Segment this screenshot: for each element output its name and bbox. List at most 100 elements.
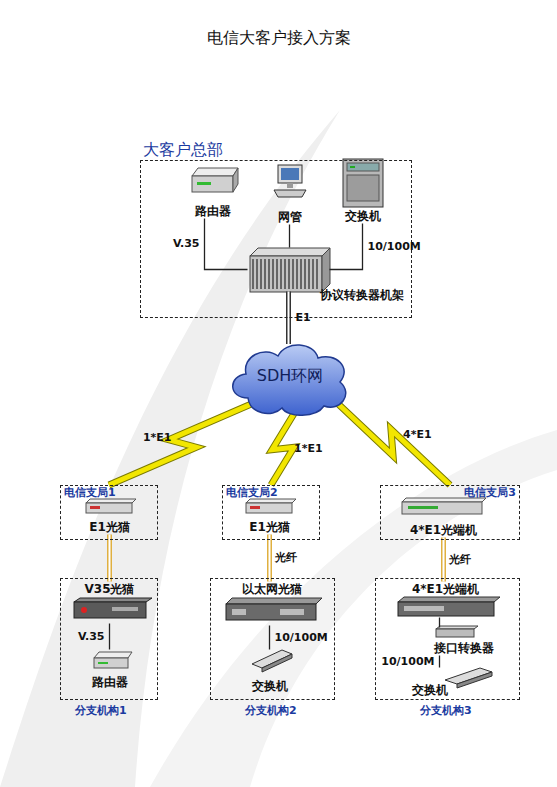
pc-screen bbox=[281, 168, 299, 180]
diagram-title: 电信大客户接入方案 bbox=[0, 28, 557, 49]
node-heading: 电信支局1 bbox=[64, 486, 116, 499]
fiber-link bbox=[107, 535, 112, 582]
connector-group bbox=[109, 402, 256, 485]
modem-light bbox=[90, 506, 100, 509]
modem-icon bbox=[226, 598, 322, 604]
link-label: 1*E1 bbox=[294, 442, 323, 455]
link-label: 10/100M bbox=[275, 631, 328, 644]
modem-icon bbox=[226, 604, 316, 620]
modem-icon bbox=[246, 499, 296, 503]
modem-icon bbox=[86, 503, 132, 513]
router-light bbox=[98, 662, 108, 664]
cable-link bbox=[109, 624, 110, 650]
group-box: 分支机构34*E1光端机接口转换器交换机 bbox=[375, 578, 520, 700]
terminal-ports bbox=[404, 606, 444, 611]
device-node: 路由器 bbox=[85, 650, 135, 690]
router-icon bbox=[94, 658, 128, 668]
connector-group bbox=[334, 400, 450, 485]
device-label: 交换机 bbox=[245, 679, 295, 693]
network-cloud: SDH环网 bbox=[228, 338, 352, 416]
switch-icon bbox=[262, 654, 292, 672]
device-label: 4*E1光端机 bbox=[390, 582, 502, 596]
fiber-link bbox=[267, 535, 272, 582]
node-heading: 分支机构1 bbox=[75, 704, 127, 717]
device-node: 网管 bbox=[270, 163, 310, 225]
link-label: 光纤 bbox=[449, 553, 471, 566]
rack-icon bbox=[250, 256, 322, 292]
group-box: 电信支局1E1光猫 bbox=[60, 485, 158, 540]
node-heading: 电信支局2 bbox=[226, 486, 278, 499]
terminal-icon bbox=[398, 602, 494, 616]
pc-monitor bbox=[278, 165, 302, 183]
device-node: 交换机 bbox=[245, 650, 295, 694]
connector-group bbox=[271, 412, 295, 485]
device-node: 路由器 bbox=[185, 163, 241, 219]
router-icon bbox=[192, 168, 238, 176]
device-label: 协议转换器机架 bbox=[320, 288, 404, 302]
pc-stand bbox=[287, 183, 293, 188]
wireless-link bbox=[334, 400, 450, 485]
router-light bbox=[197, 182, 211, 185]
device-label: E1光猫 bbox=[80, 520, 140, 534]
modem-ports bbox=[280, 609, 304, 615]
connector-group bbox=[439, 656, 440, 668]
device-node: 以太网光猫 bbox=[220, 582, 324, 626]
modem-icon bbox=[74, 598, 152, 602]
link-label: 4*E1 bbox=[403, 428, 432, 441]
device-label: V35光猫 bbox=[68, 582, 152, 596]
double-line-gap bbox=[443, 538, 445, 582]
modem-icon bbox=[74, 602, 146, 618]
link-label: 光纤 bbox=[275, 551, 297, 564]
device-label: 交换机 bbox=[412, 683, 448, 697]
device-label: 路由器 bbox=[185, 204, 241, 218]
connector-group bbox=[289, 225, 290, 248]
device-node: 4*E1光端机 bbox=[390, 582, 502, 618]
converter-icon bbox=[436, 629, 474, 637]
device-label: 网管 bbox=[270, 210, 310, 224]
switch-cabinet bbox=[343, 159, 383, 207]
device-node: 协议转换器机架 bbox=[248, 248, 330, 292]
router-icon bbox=[192, 176, 233, 192]
device-label: 4*E1光端机 bbox=[396, 523, 492, 537]
double-line-gap bbox=[109, 535, 111, 582]
terminal-icon bbox=[398, 597, 500, 602]
device-label: E1光猫 bbox=[240, 520, 300, 534]
device-node: V35光猫 bbox=[68, 582, 152, 624]
node-heading: SDH环网 bbox=[228, 366, 352, 385]
lightning-outline bbox=[334, 400, 450, 485]
cable-link bbox=[205, 219, 248, 270]
connector-group bbox=[330, 224, 363, 270]
switch-panel bbox=[347, 163, 379, 171]
rack-slots bbox=[252, 259, 320, 289]
connector-group bbox=[443, 538, 444, 582]
router-icon bbox=[94, 652, 132, 658]
cable-link bbox=[269, 626, 270, 650]
modem-light bbox=[250, 506, 260, 509]
fiber-link bbox=[441, 538, 446, 582]
router-icon bbox=[233, 168, 238, 192]
node-heading: 分支机构2 bbox=[245, 704, 297, 717]
connector-group bbox=[109, 535, 110, 582]
background-swoosh bbox=[150, 430, 557, 787]
connector-group bbox=[269, 535, 270, 582]
connector-group bbox=[439, 618, 440, 628]
device-label: 接口转换器 bbox=[428, 641, 500, 655]
connector-group bbox=[269, 626, 270, 650]
cable-link bbox=[439, 656, 440, 668]
switch-light bbox=[350, 166, 355, 168]
group-box: 电信支局3 4*E1光端机 bbox=[380, 485, 520, 540]
device-node: 4*E1光端机 bbox=[396, 497, 492, 538]
modem-icon bbox=[86, 499, 136, 503]
node-heading: 电信支局3 bbox=[464, 486, 516, 499]
device-label: 交换机 bbox=[340, 209, 386, 223]
switch-panel bbox=[347, 175, 379, 201]
modem-icon bbox=[246, 503, 292, 513]
device-node: 交换机 bbox=[410, 668, 498, 698]
device-label: 以太网光猫 bbox=[220, 582, 324, 596]
lightning-outline bbox=[271, 412, 295, 485]
wireless-link bbox=[109, 402, 256, 485]
link-label: 10/100M bbox=[368, 240, 421, 253]
rack-icon bbox=[322, 248, 330, 292]
cable-link bbox=[289, 225, 290, 248]
